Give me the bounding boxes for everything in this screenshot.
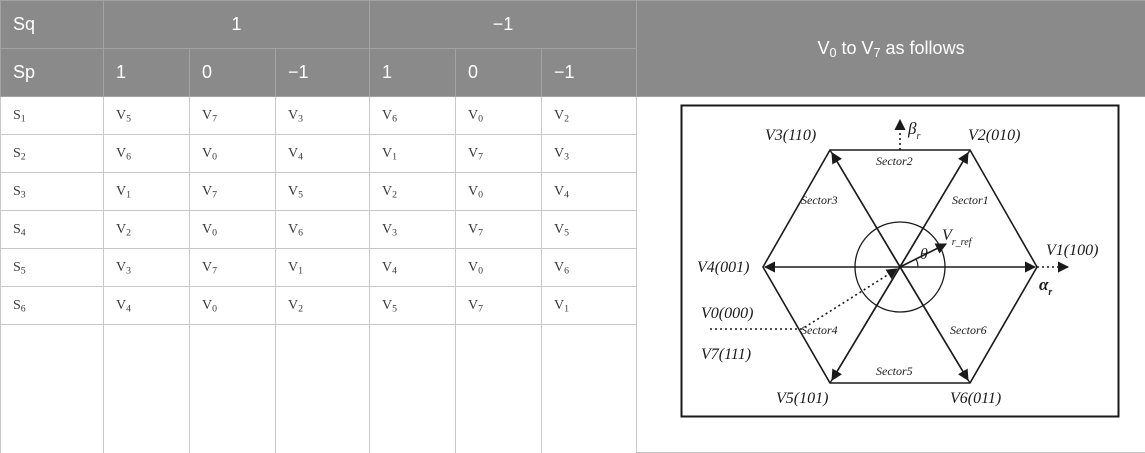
label-sector5: Sector5 bbox=[876, 364, 913, 378]
vector-cell: V6 bbox=[275, 210, 370, 249]
vector-cell: V4 bbox=[540, 172, 638, 211]
empty-cell bbox=[540, 324, 638, 453]
header-row-sq: Sq 1 −1 V0 to V7 as follows bbox=[0, 0, 1145, 97]
vector-v5 bbox=[831, 266, 901, 381]
vector-cell: V2 bbox=[103, 210, 190, 249]
vector-cell: V7 bbox=[189, 248, 276, 287]
sp-value: −1 bbox=[540, 48, 638, 97]
sp-value: −1 bbox=[275, 48, 370, 97]
vector-cell: V1 bbox=[103, 172, 190, 211]
vector-cell: V3 bbox=[540, 134, 638, 173]
vector-cell: V7 bbox=[189, 96, 276, 135]
vector-cell: V0 bbox=[455, 248, 542, 287]
table-body: S1 V5 V7 V3 V6 V0 V2 bbox=[0, 96, 1145, 453]
table-row: S2 V6 V0 V4 V1 V7 V3 bbox=[0, 134, 1145, 173]
sp-value: 1 bbox=[103, 48, 190, 97]
label-sector4: Sector4 bbox=[801, 323, 838, 337]
sector-cell: S2 bbox=[0, 134, 104, 173]
vector-cell: V6 bbox=[540, 248, 638, 287]
vector-cell: V1 bbox=[369, 134, 456, 173]
sp-value: 0 bbox=[189, 48, 276, 97]
label-v3: V3(110) bbox=[765, 127, 816, 144]
vector-cell: V6 bbox=[369, 96, 456, 135]
vector-cell: V7 bbox=[189, 172, 276, 211]
vector-cell: V5 bbox=[103, 96, 190, 135]
vector-cell: V2 bbox=[540, 96, 638, 135]
vector-cell: V1 bbox=[275, 248, 370, 287]
sector-cell: S3 bbox=[0, 172, 104, 211]
figure-title-header: V0 to V7 as follows bbox=[636, 0, 1145, 97]
table-filler-row bbox=[0, 324, 1145, 453]
vector-cell: V4 bbox=[275, 134, 370, 173]
label-beta: βr bbox=[907, 119, 920, 142]
header-row-sp: Sp 1 0 −1 1 0 −1 bbox=[0, 48, 1145, 97]
label-v2: V2(010) bbox=[968, 127, 1020, 144]
vector-v3 bbox=[831, 152, 901, 268]
vector-cell: V5 bbox=[275, 172, 370, 211]
vector-cell: V2 bbox=[275, 286, 370, 325]
label-v1: V1(100) bbox=[1046, 242, 1098, 259]
vector-cell: V1 bbox=[540, 286, 638, 325]
vector-cell: V7 bbox=[455, 286, 542, 325]
vector-cell: V2 bbox=[369, 172, 456, 211]
empty-cell bbox=[189, 324, 276, 453]
label-alpha: αr bbox=[1039, 275, 1052, 298]
label-sector1: Sector1 bbox=[952, 193, 989, 207]
sector-cell: S4 bbox=[0, 210, 104, 249]
vector-cell: V6 bbox=[103, 134, 190, 173]
sector-cell: S6 bbox=[0, 286, 104, 325]
label-v0: V0(000) bbox=[701, 305, 753, 322]
sp-value: 1 bbox=[369, 48, 456, 97]
vector-cell: V0 bbox=[455, 96, 542, 135]
vector-cell: V4 bbox=[369, 248, 456, 287]
label-theta: θ bbox=[920, 246, 928, 263]
table-row: S6 V4 V0 V2 V5 V7 V1 bbox=[0, 286, 1145, 325]
table-row: S4 V2 V0 V6 V3 V7 V5 bbox=[0, 210, 1145, 249]
sector-cell: S1 bbox=[0, 96, 104, 135]
empty-cell bbox=[275, 324, 370, 453]
table-row: S1 V5 V7 V3 V6 V0 V2 bbox=[0, 96, 1145, 453]
sp-value: 0 bbox=[455, 48, 542, 97]
sq-label: Sq bbox=[0, 0, 104, 49]
empty-cell bbox=[103, 324, 190, 453]
vector-cell: V0 bbox=[189, 286, 276, 325]
label-vref: Vr_ref bbox=[942, 227, 973, 248]
zero-vector-pointer bbox=[710, 268, 898, 330]
sq-positive: 1 bbox=[103, 0, 370, 49]
vector-cell: V0 bbox=[189, 210, 276, 249]
label-v7: V7(111) bbox=[701, 346, 751, 363]
vector-cell: V5 bbox=[369, 286, 456, 325]
empty-cell bbox=[455, 324, 542, 453]
svpwm-hexagon-diagram: V3(110) V2(010) V4(001) V1(100) V5(101) … bbox=[680, 104, 1120, 418]
vector-cell: V3 bbox=[369, 210, 456, 249]
vector-cell: V3 bbox=[103, 248, 190, 287]
label-v6: V6(011) bbox=[950, 390, 1001, 407]
label-sector2: Sector2 bbox=[876, 154, 913, 168]
label-sector6: Sector6 bbox=[950, 323, 987, 337]
figure-frame bbox=[680, 104, 1120, 418]
vector-cell: V0 bbox=[455, 172, 542, 211]
reference-vector bbox=[899, 243, 948, 268]
vector-cell: V3 bbox=[275, 96, 370, 135]
table-row: S3 V1 V7 V5 V2 V0 V4 bbox=[0, 172, 1145, 211]
sp-label: Sp bbox=[0, 48, 104, 97]
empty-cell bbox=[369, 324, 456, 453]
sq-negative: −1 bbox=[368, 0, 638, 49]
vector-cell: V7 bbox=[455, 210, 542, 249]
table-row: S5 V3 V7 V1 V4 V0 V6 bbox=[0, 248, 1145, 287]
vector-cell: V5 bbox=[540, 210, 638, 249]
label-v4: V4(001) bbox=[697, 259, 749, 276]
vector-cell: V7 bbox=[455, 134, 542, 173]
vector-cell: V0 bbox=[189, 134, 276, 173]
figure-cell: V3(110) V2(010) V4(001) V1(100) V5(101) … bbox=[636, 96, 1145, 453]
empty-cell bbox=[0, 324, 104, 453]
sector-cell: S5 bbox=[0, 248, 104, 287]
vector-v6 bbox=[899, 266, 969, 381]
vector-v2 bbox=[899, 152, 969, 268]
theta-arc bbox=[915, 258, 919, 268]
label-sector3: Sector3 bbox=[801, 193, 838, 207]
label-v5: V5(101) bbox=[776, 390, 828, 407]
vector-cell: V4 bbox=[103, 286, 190, 325]
